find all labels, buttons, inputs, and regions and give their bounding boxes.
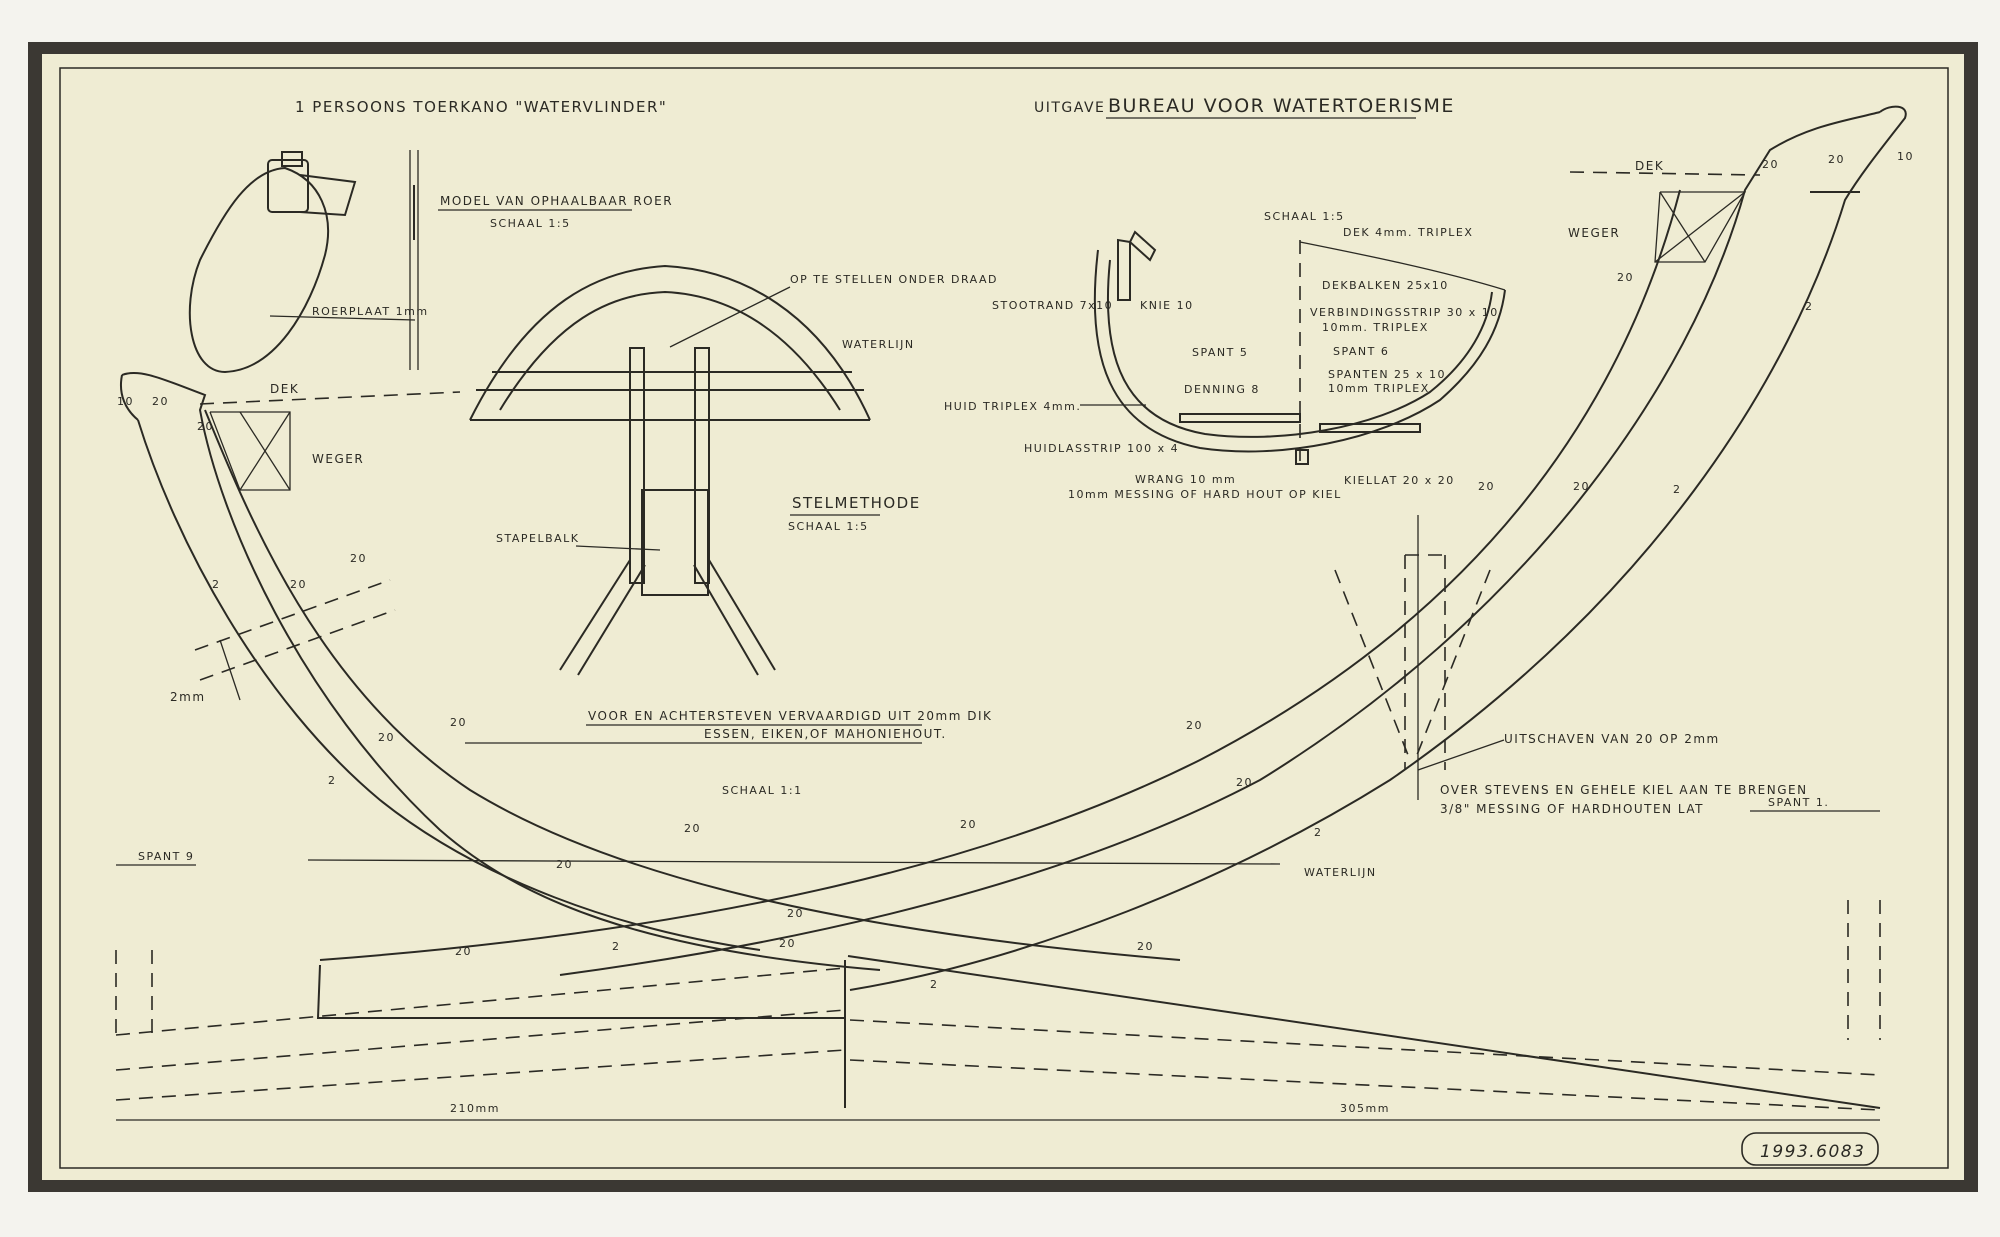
section-huid-label: HUID TRIPLEX 4mm.	[944, 400, 1081, 413]
right-stem-dek-label: DEK	[1635, 159, 1664, 173]
over-stevens-note-line2: 3/8" MESSING OF HARDHOUTEN LAT	[1440, 802, 1704, 816]
right-stem-dim-20-a: 20	[1762, 158, 1779, 171]
section-huidlasstrip-label: HUIDLASSTRIP 100 x 4	[1024, 442, 1179, 455]
section-wrang-label: WRANG 10 mm	[1135, 473, 1236, 486]
dimension-left-label: 210mm	[450, 1102, 500, 1115]
right-stem-dim-20-l: 20	[779, 937, 796, 950]
section-denning-label: DENNING 8	[1184, 383, 1260, 396]
catalog-stamp-box	[1741, 1132, 1879, 1166]
right-stem-dim-20-c: 20	[1617, 271, 1634, 284]
uitschaven-note: UITSCHAVEN VAN 20 OP 2mm	[1504, 732, 1720, 746]
section-dekbalken-label: DEKBALKEN 25x10	[1322, 279, 1449, 292]
dimension-right-label: 305mm	[1340, 1102, 1390, 1115]
left-stem-dek-label: DEK	[270, 382, 299, 396]
left-stem-dim-20-d: 20	[290, 578, 307, 591]
section-spanten-label-1: SPANTEN 25 x 10	[1328, 368, 1446, 381]
right-stem-dim-20-d: 20	[1478, 480, 1495, 493]
inner-border	[59, 67, 1949, 1169]
title-left: 1 PERSOONS TOERKANO "WATERVLINDER"	[295, 98, 667, 116]
steven-note-line2: ESSEN, EIKEN,OF MAHONIEHOUT.	[704, 727, 947, 741]
right-stem-dim-20-h: 20	[684, 822, 701, 835]
right-stem-dim-20-e: 20	[1573, 480, 1590, 493]
stelmethode-adjust-label: OP TE STELLEN ONDER DRAAD	[790, 273, 998, 286]
right-stem-dim-2-a: 2	[1805, 300, 1814, 313]
right-stem-dim-20-k: 20	[787, 907, 804, 920]
section-kiellat-label: KIELLAT 20 x 20	[1344, 474, 1455, 487]
rudder-drawing	[188, 150, 419, 374]
spant9-label: SPANT 9	[138, 850, 194, 863]
left-stem-dim-10: 10	[117, 395, 134, 408]
right-stem-dim-20-b: 20	[1828, 153, 1845, 166]
right-stem-dim-20-n: 20	[455, 945, 472, 958]
stelmethode-waterline-label: WATERLIJN	[842, 338, 915, 351]
left-stem-dim-20-a: 20	[152, 395, 169, 408]
left-stem-weger-label: WEGER	[312, 452, 364, 466]
uitschaven-leader	[1417, 739, 1505, 771]
title-right-publisher: BUREAU VOOR WATERTOERISME	[1108, 95, 1455, 117]
stelmethode-drawing	[469, 264, 871, 676]
section-spant5-label: SPANT 5	[1192, 346, 1248, 359]
section-dek-label: DEK 4mm. TRIPLEX	[1343, 226, 1473, 239]
stelmethode-scale: SCHAAL 1:5	[788, 520, 869, 533]
right-stem-dim-10: 10	[1897, 150, 1914, 163]
rudder-scale: SCHAAL 1:5	[490, 217, 571, 230]
stapelbalk-label: STAPELBALK	[496, 532, 580, 545]
right-stem-dim-2-b: 2	[1673, 483, 1682, 496]
right-stem-dim-2-d: 2	[612, 940, 621, 953]
left-stem-dim-20-c: 20	[350, 552, 367, 565]
section-messing-label: 10mm MESSING OF HARD HOUT OP KIEL	[1068, 488, 1342, 501]
section-scale: SCHAAL 1:5	[1264, 210, 1345, 223]
stelmethode-adjust-leader	[669, 286, 791, 348]
right-stem-dim-20-f: 20	[1186, 719, 1203, 732]
right-stem-dim-20-j: 20	[556, 858, 573, 871]
right-stem-dim-2-c: 2	[1314, 826, 1323, 839]
stelmethode-title: STELMETHODE	[792, 494, 921, 512]
right-stem-weger-label: WEGER	[1568, 226, 1620, 240]
section-knie-label: KNIE 10	[1140, 299, 1194, 312]
section-spanten-label-2: 10mm TRIPLEX	[1328, 382, 1430, 395]
right-stem-dim-20-m: 20	[1137, 940, 1154, 953]
left-stem-dim-20-f: 20	[378, 731, 395, 744]
left-stem-dim-20-e: 20	[450, 716, 467, 729]
over-stevens-note-line1: OVER STEVENS EN GEHELE KIEL AAN TE BRENG…	[1440, 783, 1808, 797]
section-verbinding-label-2: 10mm. TRIPLEX	[1322, 321, 1429, 334]
left-stem-drawing	[120, 371, 1181, 971]
sheet-paper	[42, 54, 1964, 1180]
rudder-plate-label: ROERPLAAT 1mm	[312, 305, 429, 318]
right-stem-dim-2-e: 2	[930, 978, 939, 991]
rudder-title: MODEL VAN OPHAALBAAR ROER	[440, 194, 673, 208]
steven-note-line1: VOOR EN ACHTERSTEVEN VERVAARDIGD UIT 20m…	[588, 709, 992, 723]
section-verbinding-label-1: VERBINDINGSSTRIP 30 x 10	[1310, 306, 1499, 319]
left-stem-2mm-label: 2mm	[170, 690, 206, 704]
waterlijn-label: WATERLIJN	[1304, 866, 1377, 879]
title-right-prefix: UITGAVE	[1034, 100, 1105, 116]
catalog-number: 1993.6083	[1760, 1142, 1865, 1162]
left-stem-dim-20-b: 20	[197, 420, 214, 433]
steven-note-scale: SCHAAL 1:1	[722, 784, 803, 797]
section-stootrand-label: STOOTRAND 7x10	[992, 299, 1113, 312]
spant1-label: SPANT 1.	[1768, 796, 1829, 809]
keel-drawing	[115, 515, 1881, 1111]
right-stem-dim-20-g: 20	[1236, 776, 1253, 789]
right-stem-dim-20-i: 20	[960, 818, 977, 831]
hull-section-drawing	[1093, 230, 1506, 470]
right-stem-drawing	[319, 105, 1907, 991]
stapelbalk-leader	[575, 545, 661, 551]
left-stem-dim-2-a: 2	[212, 578, 221, 591]
left-stem-dim-2-b: 2	[328, 774, 337, 787]
section-spant6-label: SPANT 6	[1333, 345, 1389, 358]
